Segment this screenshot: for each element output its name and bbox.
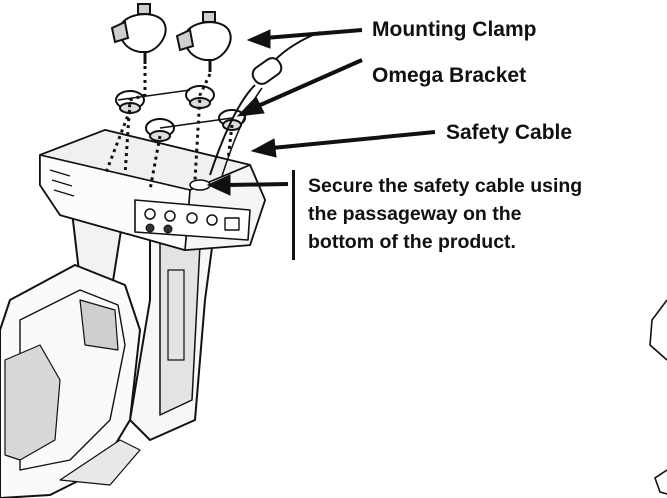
label-mounting-clamp: Mounting Clamp [372,18,537,41]
moving-head-fixture-icon [0,129,266,498]
note-line-3: bottom of the product. [308,231,516,253]
label-omega-bracket: Omega Bracket [372,64,527,87]
safety-cable-note: Secure the safety cable using the passag… [308,172,582,256]
callout-arrows [206,28,436,196]
note-line-1: Secure the safety cable using [308,175,583,197]
note-line-2: the passageway on the [308,203,522,225]
note-bracket-bar [292,170,295,260]
clamp-icon [110,3,232,72]
second-fixture-partial [649,299,667,495]
label-safety-cable: Safety Cable [446,121,573,144]
